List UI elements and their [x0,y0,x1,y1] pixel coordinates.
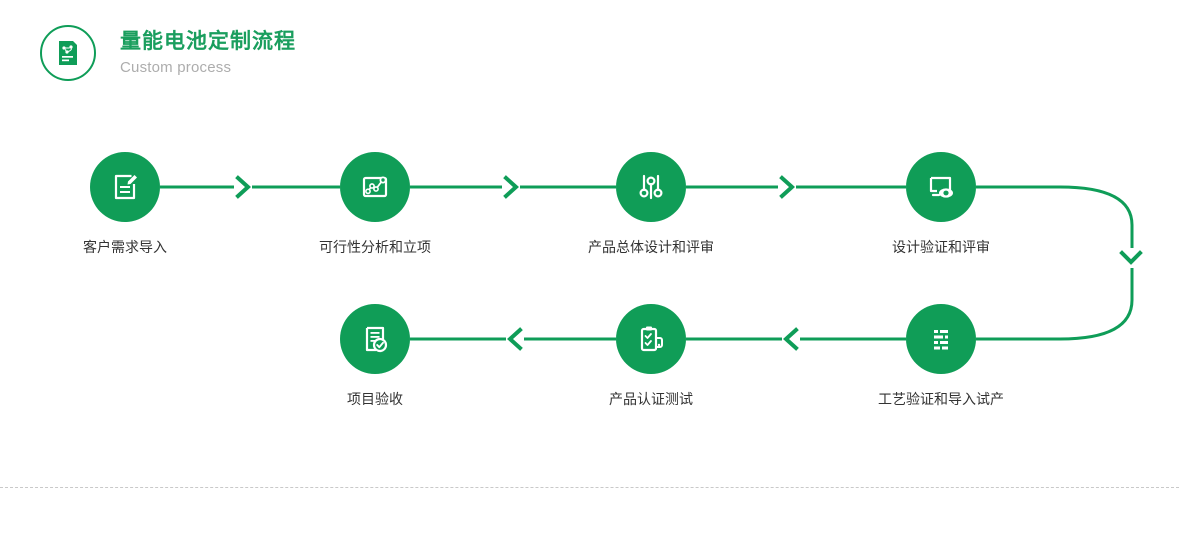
process-step-2[interactable]: 可行性分析和立项 [305,152,445,256]
process-step-5[interactable]: 工艺验证和导入试产 [871,304,1011,408]
process-step-6[interactable]: 产品认证测试 [581,304,721,408]
sliders-icon [616,152,686,222]
page-subtitle: Custom process [120,59,232,77]
monitor-eye-icon [906,152,976,222]
process-step-4-label: 设计验证和评审 [892,239,990,255]
clipboard-check-icon [616,304,686,374]
page-title: 量能电池定制流程 [120,29,296,53]
line-chart-icon [340,152,410,222]
process-step-6-label: 产品认证测试 [609,391,693,407]
page-header: 量能电池定制流程 Custom process [40,25,296,81]
chevron-right-icon-3 [779,175,795,199]
flow-connectors [160,175,1143,351]
process-flow-diagram: 客户需求导入 可行性分析和立项 [55,152,1143,408]
flowchart-document-icon [40,25,96,81]
process-step-5-label: 工艺验证和导入试产 [878,391,1004,407]
turn-curve-upper [976,185,1134,248]
chevron-left-icon-2 [507,327,523,351]
process-step-7-label: 项目验收 [347,391,403,407]
process-step-7[interactable]: 项目验收 [305,304,445,408]
header-text-block: 量能电池定制流程 Custom process [120,29,296,77]
chevron-right-icon-2 [503,175,519,199]
document-edit-icon [90,152,160,222]
turn-curve-lower [976,268,1134,341]
section-divider [0,487,1179,488]
process-step-1-label: 客户需求导入 [83,239,167,255]
process-step-2-label: 可行性分析和立项 [319,239,431,255]
chevron-down-icon [1119,250,1143,265]
chevron-left-icon-1 [783,327,799,351]
document-verified-icon [340,304,410,374]
process-step-1[interactable]: 客户需求导入 [55,152,195,256]
process-step-4[interactable]: 设计验证和评审 [871,152,1011,256]
chevron-right-icon-1 [235,175,251,199]
equalizer-bars-icon [906,304,976,374]
process-step-3[interactable]: 产品总体设计和评审 [581,152,721,256]
process-step-3-label: 产品总体设计和评审 [588,239,714,255]
